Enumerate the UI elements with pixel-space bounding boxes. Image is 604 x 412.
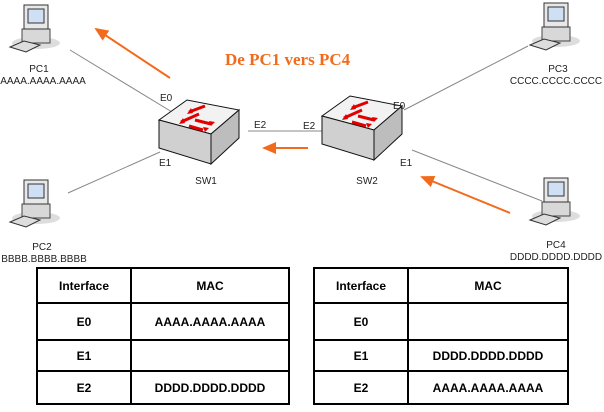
header-mac: MAC [130,267,290,304]
pc2-mac: BBBB.BBBB.BBBB [1,254,87,265]
pc4-label: PC4 [546,240,566,251]
sw1-label: SW1 [195,176,217,187]
sw1-icon [157,98,241,166]
pc3-icon [529,2,581,51]
sw2-label: SW2 [356,176,378,187]
link-pc1-sw1 [69,49,173,113]
pc2-icon [9,179,61,228]
mac-cell: AAAA.AAAA.AAAA [130,302,290,341]
table-row: E0 [313,302,569,341]
interface-cell: E2 [313,370,409,405]
sw1-port-e0: E0 [160,93,173,104]
pc1-icon [9,4,61,53]
interface-cell: E1 [313,339,409,372]
link-sw2-pc4 [411,149,543,202]
table-row: E1 [36,339,290,372]
pc3-mac: CCCC.CCCC.CCCC [510,76,602,87]
interface-cell: E0 [313,302,409,341]
sw2-icon [320,94,404,162]
pc1-mac: AAAA.AAAA.AAAA [0,76,86,87]
sw2-port-e1: E1 [400,158,413,169]
link-sw2-pc3 [403,45,529,111]
diagram-title: De PC1 vers PC4 [225,50,351,69]
mac-cell: AAAA.AAAA.AAAA [407,370,569,405]
frame-arrow-to-pc1 [94,27,171,79]
mac-cell: DDDD.DDDD.DDDD [407,339,569,372]
pc2-label: PC2 [32,242,52,253]
header-interface: Interface [313,267,409,304]
pc3-label: PC3 [548,64,568,75]
frame-arrow-to-sw2 [420,175,511,214]
sw2-port-e0: E0 [393,101,406,112]
interface-cell: E0 [36,302,132,341]
pc4-mac: DDDD.DDDD.DDDD [510,252,602,263]
pc1-label: PC1 [29,64,49,75]
interface-cell: E1 [36,339,132,372]
mac-cell [407,302,569,341]
sw1-port-e2: E2 [254,120,267,131]
mac-cell: DDDD.DDDD.DDDD [130,370,290,405]
header-interface: Interface [36,267,132,304]
sw2-port-e2: E2 [303,121,316,132]
pc4-icon [529,177,581,226]
sw1-port-e1: E1 [159,158,172,169]
header-mac: MAC [407,267,569,304]
link-pc2-sw1 [67,151,161,194]
network-diagram: De PC1 vers PC4 PC1 AAAA.AAAA.AAAA PC2 B… [0,2,602,265]
interface-cell: E2 [36,370,132,405]
mac-cell [130,339,290,372]
